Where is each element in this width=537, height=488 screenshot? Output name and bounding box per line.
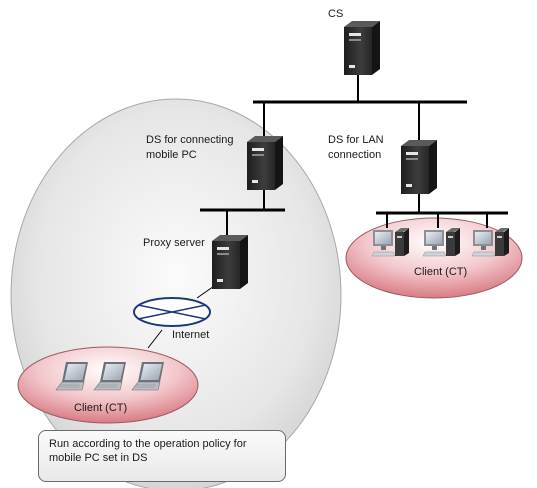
policy-note-line: mobile PC set in DS xyxy=(49,452,148,464)
lan-client-desktop-icon xyxy=(371,227,410,257)
ds-lan-label: DS for LAN xyxy=(328,134,384,146)
ds-mobile-label: mobile PC xyxy=(146,149,197,161)
policy-note: Run according to the operation policy fo… xyxy=(38,430,286,482)
lan-client-label: Client (CT) xyxy=(414,266,467,278)
cs-label: CS xyxy=(328,8,343,20)
internet-label: Internet xyxy=(172,329,209,341)
lan-client-desktop-icon xyxy=(422,227,461,257)
network-links xyxy=(147,72,508,349)
ds-mobile-server-icon xyxy=(247,136,283,190)
proxy-server-icon xyxy=(212,235,248,289)
ds-lan-label: connection xyxy=(328,149,381,161)
lan-client-desktop-icon xyxy=(471,227,510,257)
policy-note-line: Run according to the operation policy fo… xyxy=(49,438,247,450)
cs-server-icon xyxy=(344,21,380,75)
mobile-client-label: Client (CT) xyxy=(74,402,127,414)
ds-mobile-label: DS for connecting xyxy=(146,134,233,146)
ds-lan-server-icon xyxy=(401,140,437,194)
internet-cloud-icon xyxy=(133,297,211,327)
proxy-server-label: Proxy server xyxy=(143,237,205,249)
internet-client-link xyxy=(147,329,163,349)
